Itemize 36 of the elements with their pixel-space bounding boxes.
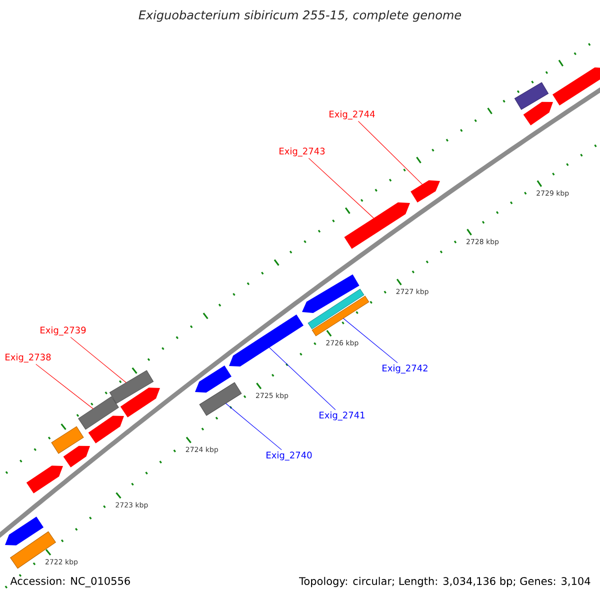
gene-label: Exig_2744 [330, 110, 375, 120]
leader-line [36, 364, 94, 410]
gene-feature [51, 426, 84, 454]
leader-line [358, 120, 423, 185]
gene-feature [199, 382, 242, 416]
leader-line [343, 318, 398, 364]
gene-feature [78, 396, 119, 430]
gene-feature [344, 202, 410, 249]
gene-feature [312, 296, 370, 336]
gene-feature [195, 366, 232, 393]
gene-feature [302, 274, 360, 313]
gene-label: Exig_2743 [280, 148, 325, 156]
gene-feature [109, 370, 154, 404]
title: Exiguobacterium sibiricum 255-15, complete genome [138, 10, 462, 22]
gene-label: Exig_2740 [266, 452, 312, 460]
gene-feature [120, 388, 160, 418]
gene-feature [410, 180, 440, 203]
accession-text: Accession: NC_010556 [10, 576, 130, 588]
gene-feature [5, 516, 44, 546]
genome-info-text: Topology: circular; Length: 3,034,136 bp; Genes: 3,104 [299, 576, 590, 588]
gene-label: Exig_2742 [382, 364, 428, 374]
gene-label: Exig_2738 [6, 354, 51, 362]
gene-feature [88, 416, 124, 444]
gene-feature [308, 288, 364, 330]
gene-feature [26, 466, 63, 494]
leader-line [225, 403, 282, 450]
leader-line [70, 336, 126, 383]
gene-feature [229, 314, 304, 366]
leader-line [269, 347, 336, 410]
gene-feature [552, 67, 600, 106]
leader-line [308, 158, 374, 218]
gene-feature [514, 82, 549, 110]
gene-label: Exig_2739 [40, 326, 86, 336]
gene-label: Exig_2741 [320, 412, 364, 420]
gene-feature [523, 102, 553, 126]
gene-feature [63, 446, 90, 468]
